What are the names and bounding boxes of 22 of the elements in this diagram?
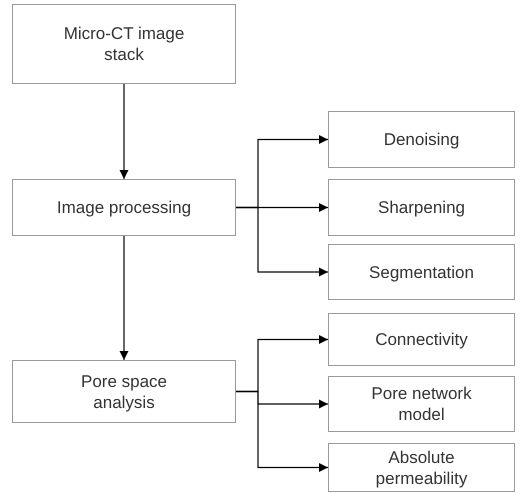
process-box: [328, 111, 515, 168]
arrow: [236, 206, 328, 276]
box-label: Pore space analysis: [80, 370, 168, 412]
box-label: Pore network model: [370, 383, 473, 425]
process-box: [328, 443, 515, 492]
box-label: Segmentation: [369, 262, 474, 282]
process-box: [328, 376, 515, 432]
box-label: Absolute permeability: [374, 446, 468, 488]
process-box: [328, 244, 515, 300]
process-box: [12, 179, 236, 236]
box-label: Sharpening: [378, 197, 465, 218]
process-box: [328, 179, 515, 236]
process-box: [12, 360, 236, 423]
arrow: [120, 236, 128, 360]
arrow: [236, 390, 328, 472]
box-label: Connectivity: [375, 329, 468, 350]
box-label: Image processing: [56, 197, 192, 218]
process-box: [12, 4, 236, 84]
process-box: [328, 313, 515, 366]
box-label: Micro-CT image stack: [62, 23, 186, 65]
box-label: Denoising: [384, 129, 460, 150]
arrow: [120, 84, 128, 179]
